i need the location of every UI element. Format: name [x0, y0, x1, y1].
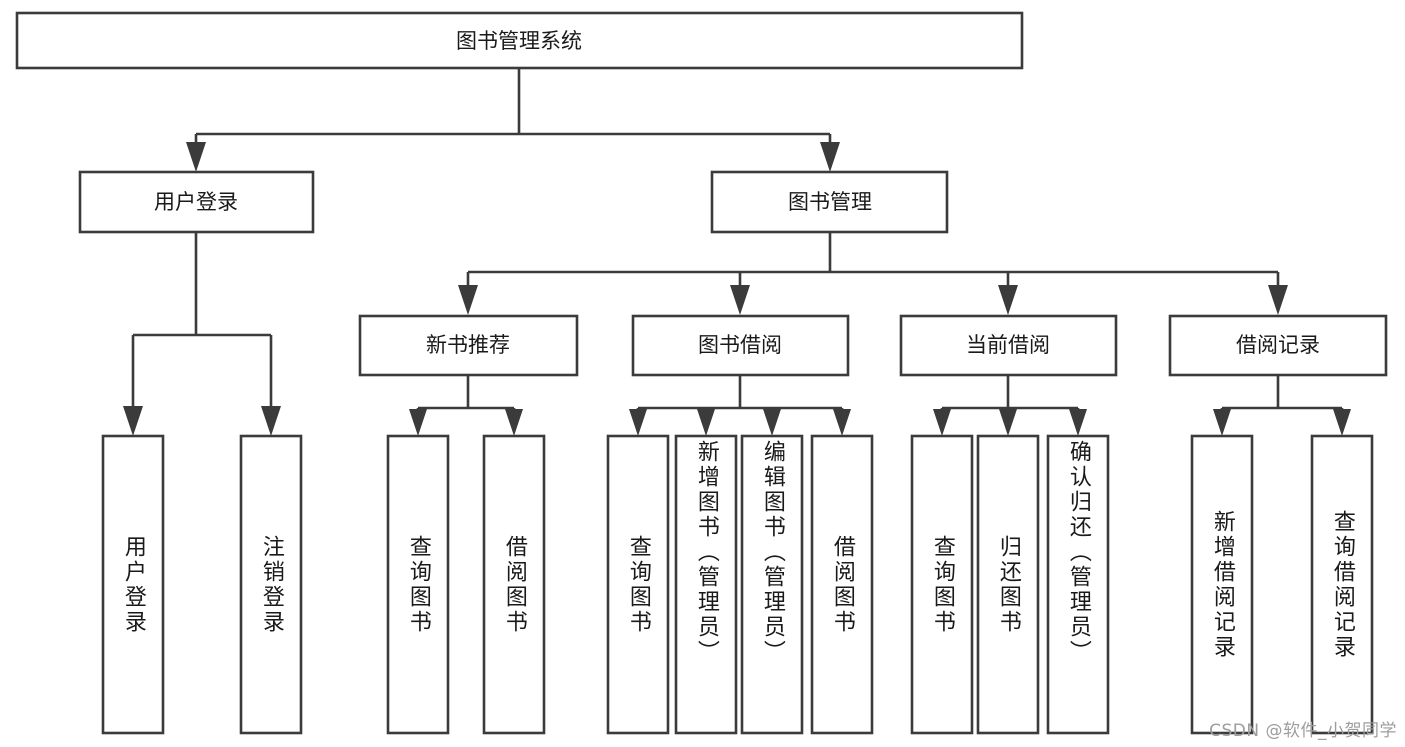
arrow-head-book-manage — [820, 142, 840, 172]
node-current-borrow-box[interactable] — [899, 314, 1118, 377]
arrow-head-leaf-11 — [1069, 409, 1087, 436]
arrow-head-leaf-12 — [1213, 409, 1231, 436]
arrow-head-book-borrow — [730, 285, 750, 315]
arrow-head-leaf-1 — [123, 406, 143, 436]
arrow-head-leaf-4 — [505, 409, 523, 436]
node-root-box[interactable] — [15, 11, 1024, 70]
node-leaf-4-box[interactable] — [482, 434, 546, 735]
node-book-manage-box[interactable] — [710, 170, 949, 234]
node-leaf-3-box[interactable] — [386, 434, 450, 735]
node-book-manage-label: 图书管理 — [788, 190, 872, 214]
node-borrow-record-box[interactable] — [1168, 314, 1388, 377]
node-root-label: 图书管理系统 — [456, 29, 582, 53]
node-new-book-rec-label: 新书推荐 — [426, 333, 510, 357]
node-leaf-12-box[interactable] — [1190, 434, 1254, 735]
arrow-head-user-login — [186, 142, 206, 172]
node-layer: 图书管理系统 用户登录 图书管理 新书推荐 图书借阅 当前借阅 借阅记录 — [15, 11, 1388, 735]
connector-layer — [123, 68, 1351, 436]
arrow-head-current-borrow — [998, 285, 1018, 315]
node-user-login-box[interactable] — [78, 170, 315, 234]
csdn-watermark: CSDN @软件_小贺同学 — [1209, 721, 1397, 741]
node-leaf-6-box[interactable] — [674, 434, 738, 735]
node-leaf-7-box[interactable] — [740, 434, 804, 735]
node-current-borrow-label: 当前借阅 — [966, 333, 1050, 357]
node-borrow-record-label: 借阅记录 — [1236, 333, 1320, 357]
arrow-head-leaf-6 — [697, 409, 715, 436]
arrow-head-leaf-2 — [261, 406, 281, 436]
node-leaf-2-box[interactable] — [239, 434, 303, 735]
node-leaf-5-box[interactable] — [606, 434, 670, 735]
node-book-borrow-label: 图书借阅 — [698, 333, 782, 357]
node-leaf-13-box[interactable] — [1310, 434, 1374, 735]
arrow-head-leaf-7 — [763, 409, 781, 436]
arrow-head-leaf-9 — [933, 409, 951, 436]
node-leaf-1-box[interactable] — [101, 434, 165, 735]
arrow-head-new-book-rec — [458, 285, 478, 315]
arrow-head-leaf-8 — [833, 409, 851, 436]
node-leaf-8-box[interactable] — [810, 434, 874, 735]
arrow-head-leaf-3 — [409, 409, 427, 436]
node-leaf-9-box[interactable] — [910, 434, 974, 735]
node-leaf-10-box[interactable] — [976, 434, 1040, 735]
node-book-borrow-box[interactable] — [631, 314, 850, 377]
arrow-head-leaf-13 — [1333, 409, 1351, 436]
node-leaf-11-box[interactable] — [1046, 434, 1110, 735]
arrow-head-leaf-5 — [629, 409, 647, 436]
node-user-login-label: 用户登录 — [154, 190, 238, 214]
arrow-head-leaf-10 — [999, 409, 1017, 436]
arrow-head-borrow-record — [1268, 285, 1288, 315]
node-new-book-rec-box[interactable] — [358, 314, 579, 377]
